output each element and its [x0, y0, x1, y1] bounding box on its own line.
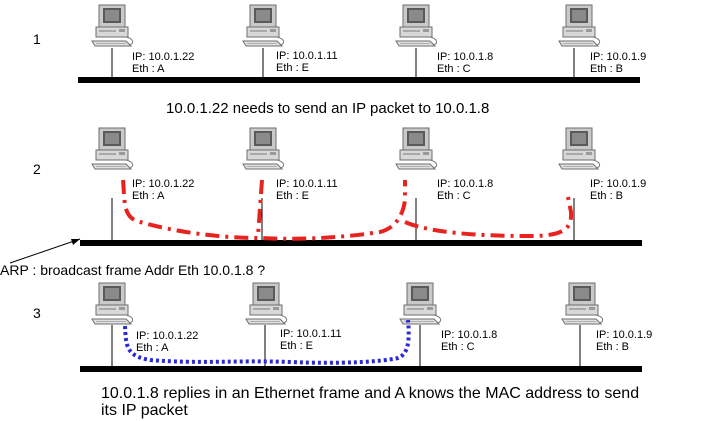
- step-number: 3: [33, 305, 41, 321]
- computer-icon: [242, 127, 285, 170]
- computer-icon: [558, 4, 601, 47]
- node-ip-label: IP: 10.0.1.9: [590, 178, 647, 190]
- computer-icon: [91, 127, 134, 170]
- computer-icon: [561, 282, 604, 325]
- computer-icon: [91, 282, 134, 325]
- computer-icon: [91, 4, 134, 47]
- computer-icon: [245, 282, 288, 325]
- step-number: 1: [33, 31, 41, 47]
- step-3-caption-line-2: its IP packet: [101, 402, 188, 419]
- step-1: [78, 4, 640, 83]
- node-ip-label: IP: 10.0.1.9: [596, 329, 653, 341]
- node-ip-label: IP: 10.0.1.8: [441, 329, 498, 341]
- node-ip-label: IP: 10.0.1.9: [590, 51, 647, 63]
- node-ip-label: IP: 10.0.1.11: [280, 328, 342, 340]
- computer-icon: [558, 127, 601, 170]
- step-3: [80, 282, 642, 372]
- node-ip-label: IP: 10.0.1.22: [132, 178, 195, 190]
- node-eth-label: Eth : A: [132, 190, 165, 202]
- reply-frame-path: [123, 319, 411, 365]
- node-ip-label: IP: 10.0.1.11: [276, 50, 338, 62]
- computer-icon: [395, 4, 438, 47]
- step-number: 2: [33, 161, 41, 177]
- node-eth-label: Eth : A: [136, 342, 169, 354]
- computer-icon: [395, 127, 438, 170]
- node-ip-label: IP: 10.0.1.8: [437, 178, 494, 190]
- node-eth-label: Eth : C: [441, 341, 475, 353]
- node-eth-label: Eth : C: [437, 63, 471, 75]
- node-eth-label: Eth : E: [276, 62, 310, 74]
- node-eth-label: Eth : B: [590, 63, 624, 75]
- node-eth-label: Eth : B: [596, 341, 630, 353]
- node-eth-label: Eth : B: [590, 190, 624, 202]
- node-eth-label: Eth : E: [276, 190, 310, 202]
- node-ip-label: IP: 10.0.1.8: [437, 51, 494, 63]
- arrowhead-icon: [71, 239, 80, 245]
- computer-icon: [242, 4, 285, 47]
- node-ip-label: IP: 10.0.1.11: [276, 178, 338, 190]
- node-eth-label: Eth : C: [437, 190, 471, 202]
- node-ip-label: IP: 10.0.1.22: [132, 51, 195, 63]
- node-eth-label: Eth : E: [280, 340, 314, 352]
- step-2: [9, 127, 642, 264]
- arp-arrow: [9, 238, 81, 264]
- broadcast-frame-path: [121, 179, 574, 241]
- step-1-caption: 10.0.1.22 needs to send an IP packet to …: [166, 100, 490, 117]
- arp-caption: ARP : broadcast frame Addr Eth 10.0.1.8 …: [0, 262, 266, 278]
- node-ip-label: IP: 10.0.1.22: [136, 330, 199, 342]
- node-eth-label: Eth : A: [132, 63, 165, 75]
- computer-icon: [399, 282, 442, 325]
- step-3-caption-line-1: 10.0.1.8 replies in an Ethernet frame an…: [101, 385, 640, 402]
